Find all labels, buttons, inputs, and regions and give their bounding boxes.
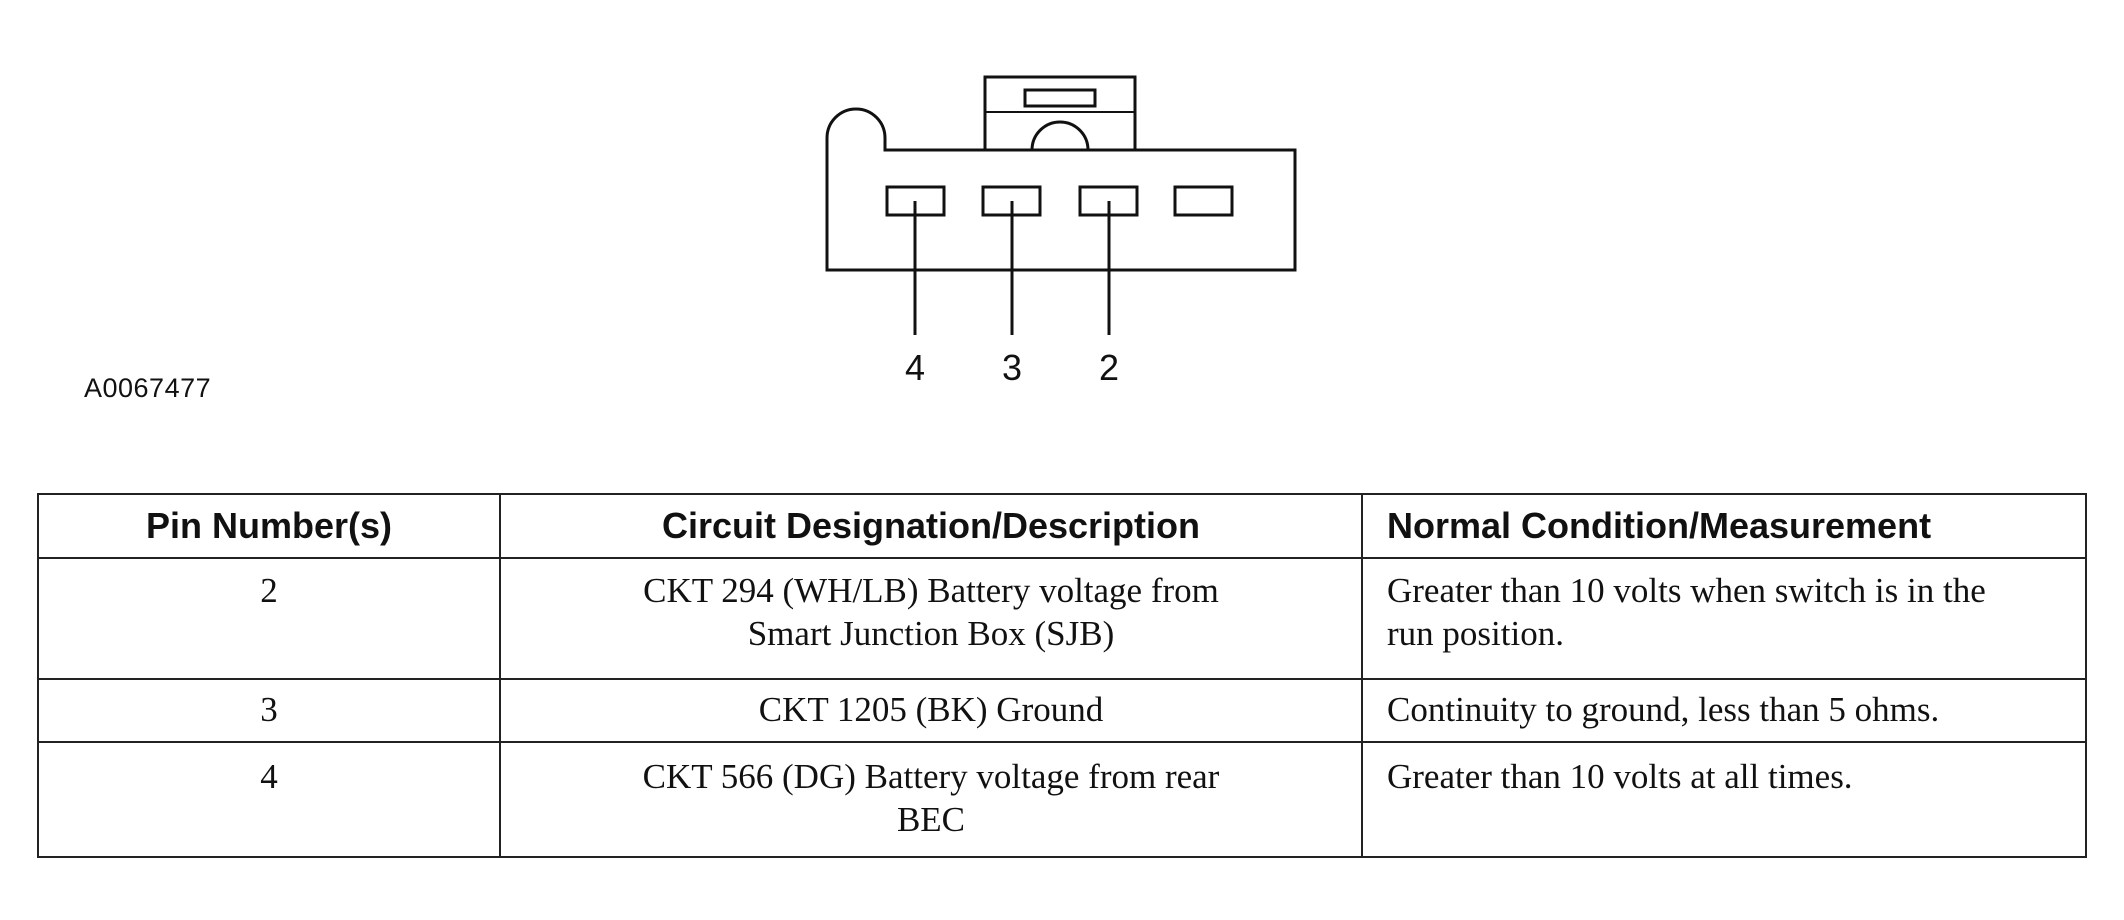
description-line: CKT 294 (WH/LB) Battery voltage from bbox=[643, 571, 1219, 610]
condition-line: run position. bbox=[1387, 614, 1564, 653]
circuit-description-cell: CKT 1205 (BK) Ground bbox=[499, 678, 1363, 743]
pin-label-2: 2 bbox=[1099, 347, 1119, 388]
latch-arc bbox=[1030, 120, 1090, 151]
header-pin-numbers: Pin Number(s) bbox=[37, 493, 501, 559]
pin-label-4: 4 bbox=[905, 347, 925, 388]
description-line: BEC bbox=[896, 800, 966, 839]
header-circuit-description: Circuit Designation/Description bbox=[499, 493, 1363, 559]
circuit-description-cell: CKT 566 (DG) Battery voltage from rear B… bbox=[499, 741, 1363, 858]
condition-line: Greater than 10 volts when switch is in … bbox=[1387, 571, 1986, 610]
condition-cell: Greater than 10 volts when switch is in … bbox=[1361, 557, 2087, 680]
description-line: CKT 566 (DG) Battery voltage from rear bbox=[642, 757, 1220, 796]
pin-spec-table: Pin Number(s) Circuit Designation/Descri… bbox=[37, 493, 2087, 858]
connector-diagram: 4 3 2 bbox=[825, 75, 1297, 388]
connector-latch bbox=[983, 75, 1137, 152]
description-line: CKT 1205 (BK) Ground bbox=[758, 690, 1104, 729]
connector-body bbox=[825, 107, 1297, 272]
condition-line: Continuity to ground, less than 5 ohms. bbox=[1387, 690, 1940, 729]
pin-number-cell: 2 bbox=[37, 557, 501, 680]
latch-slot bbox=[1023, 88, 1097, 108]
pin-number-cell: 3 bbox=[37, 678, 501, 743]
table-row: 2 CKT 294 (WH/LB) Battery voltage from S… bbox=[37, 557, 2087, 680]
condition-line: Greater than 10 volts at all times. bbox=[1387, 757, 1853, 796]
pin-label-3: 3 bbox=[1002, 347, 1022, 388]
circuit-description-cell: CKT 294 (WH/LB) Battery voltage from Sma… bbox=[499, 557, 1363, 680]
cavity-pin-1 bbox=[1173, 185, 1234, 217]
header-normal-condition: Normal Condition/Measurement bbox=[1361, 493, 2087, 559]
condition-cell: Continuity to ground, less than 5 ohms. bbox=[1361, 678, 2087, 743]
table-row: 4 CKT 566 (DG) Battery voltage from rear… bbox=[37, 741, 2087, 858]
figure-id: A0067477 bbox=[84, 373, 212, 403]
description-line: Smart Junction Box (SJB) bbox=[747, 614, 1115, 653]
table-row: 3 CKT 1205 (BK) Ground Continuity to gro… bbox=[37, 678, 2087, 743]
table-header-row: Pin Number(s) Circuit Designation/Descri… bbox=[37, 493, 2087, 559]
pin-number-cell: 4 bbox=[37, 741, 501, 858]
condition-cell: Greater than 10 volts at all times. bbox=[1361, 741, 2087, 858]
